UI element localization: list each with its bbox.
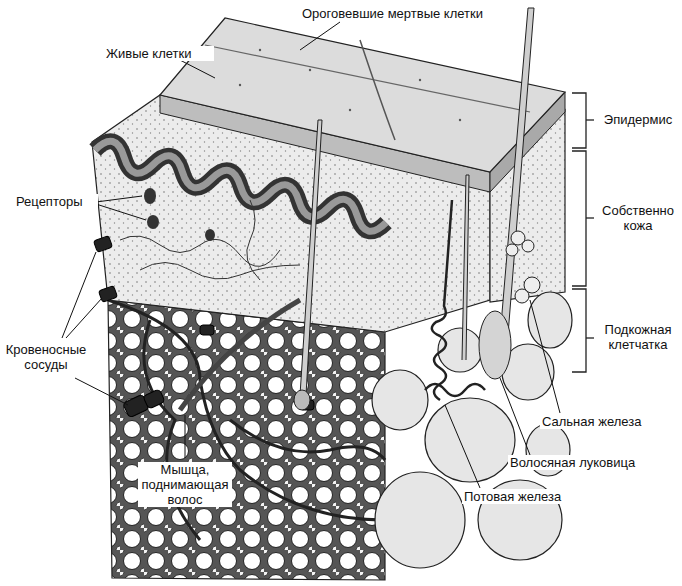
part-label: Мышца, поднимающая волос	[138, 462, 232, 507]
region-label: Собственно кожа	[596, 203, 680, 233]
leader-lines	[62, 22, 560, 488]
region-label: Эпидермис	[596, 112, 680, 127]
part-label: Сальная железа	[540, 414, 678, 429]
layer-label: Ороговевшие мертвые клетки	[300, 6, 490, 21]
part-label: Кровеносные сосуды	[2, 342, 90, 372]
layer-label: Живые клетки	[104, 46, 214, 61]
part-label: Рецепторы	[14, 194, 98, 209]
part-label: Потовая железа	[462, 489, 602, 504]
part-label: Волосяная луковица	[508, 455, 678, 470]
region-label: Подкожная клетчатка	[596, 322, 680, 352]
